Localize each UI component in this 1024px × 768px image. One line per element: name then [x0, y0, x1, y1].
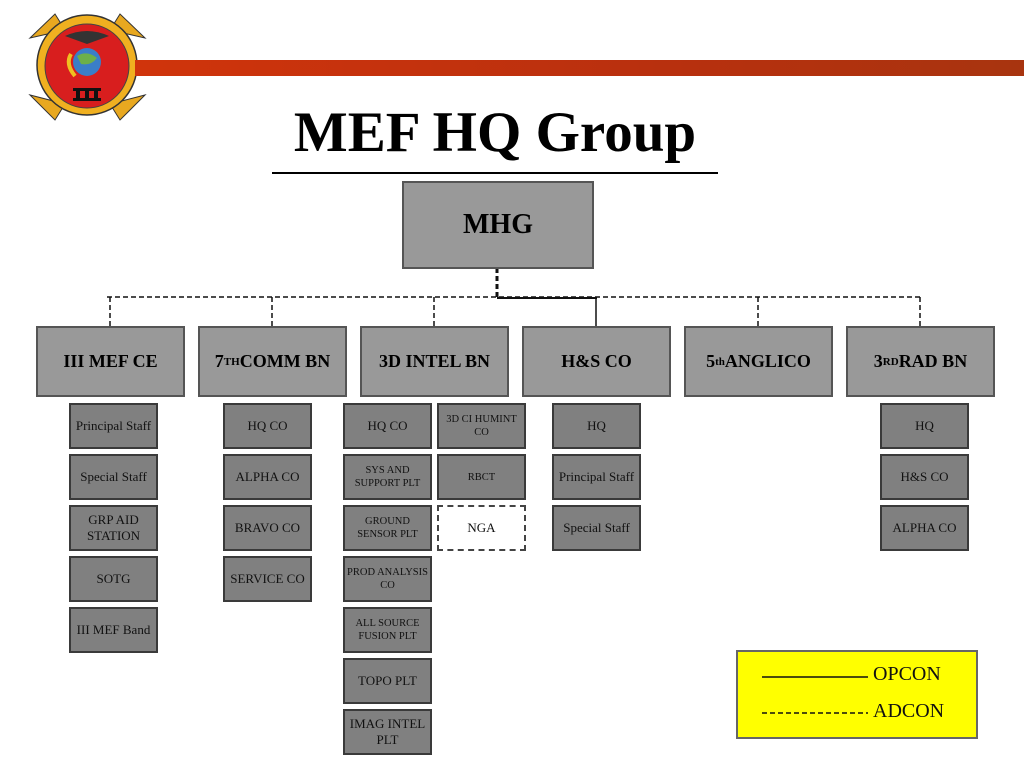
- sub-unit-box: GROUND SENSOR PLT: [343, 505, 432, 551]
- unit-label: 3D INTEL BN: [378, 351, 491, 371]
- sub-unit-box: III MEF Band: [69, 607, 158, 653]
- sub-unit-box: Special Staff: [552, 505, 641, 551]
- unit-label: 7: [214, 351, 224, 371]
- unit-label-suffix: COMM BN: [239, 351, 331, 371]
- sub-unit-box: HQ CO: [343, 403, 432, 449]
- sub-unit-box: Principal Staff: [552, 454, 641, 500]
- sub-unit-box: ALL SOURCE FUSION PLT: [343, 607, 432, 653]
- sub-unit-box: GRP AID STATION: [69, 505, 158, 551]
- sub-unit-box: PROD ANALYSIS CO: [343, 556, 432, 602]
- sub-unit-box: SOTG: [69, 556, 158, 602]
- sub-unit-box: Special Staff: [69, 454, 158, 500]
- sub-unit-box: TOPO PLT: [343, 658, 432, 704]
- title-underline: [272, 172, 718, 174]
- unit-box: H&S CO: [522, 326, 671, 397]
- sub-unit-box: 3D CI HUMINT CO: [437, 403, 526, 449]
- unit-label-suffix: ANGLICO: [724, 351, 811, 371]
- sub-unit-box: HQ: [880, 403, 969, 449]
- unit-label: 5: [706, 351, 716, 371]
- unit-label-suffix: RAD BN: [898, 351, 968, 371]
- unit-label: III MEF CE: [63, 351, 158, 371]
- sub-unit-box: Principal Staff: [69, 403, 158, 449]
- legend-adcon-label: ADCON: [873, 700, 945, 722]
- sub-unit-box: RBCT: [437, 454, 526, 500]
- legend: OPCON ADCON: [736, 650, 978, 739]
- org-root-mhg: MHG: [402, 181, 594, 269]
- sub-unit-box: HQ: [552, 403, 641, 449]
- sub-unit-box: NGA: [437, 505, 526, 551]
- sub-unit-box: ALPHA CO: [880, 505, 969, 551]
- unit-label: 3: [873, 351, 883, 371]
- sub-unit-box: SYS AND SUPPORT PLT: [343, 454, 432, 500]
- slide-title: MEF HQ Group: [293, 101, 697, 164]
- sub-unit-box: HQ CO: [223, 403, 312, 449]
- marine-corps-emblem-logo: [25, 0, 150, 130]
- unit-label: H&S CO: [561, 351, 632, 371]
- header-accent-bar: [135, 60, 1024, 76]
- sub-unit-box: H&S CO: [880, 454, 969, 500]
- unit-box: 3D INTEL BN: [360, 326, 509, 397]
- sub-unit-box: IMAG INTEL PLT: [343, 709, 432, 755]
- sub-unit-box: BRAVO CO: [223, 505, 312, 551]
- legend-opcon-label: OPCON: [873, 663, 941, 685]
- unit-box: III MEF CE: [36, 326, 185, 397]
- sub-unit-box: SERVICE CO: [223, 556, 312, 602]
- sub-unit-box: ALPHA CO: [223, 454, 312, 500]
